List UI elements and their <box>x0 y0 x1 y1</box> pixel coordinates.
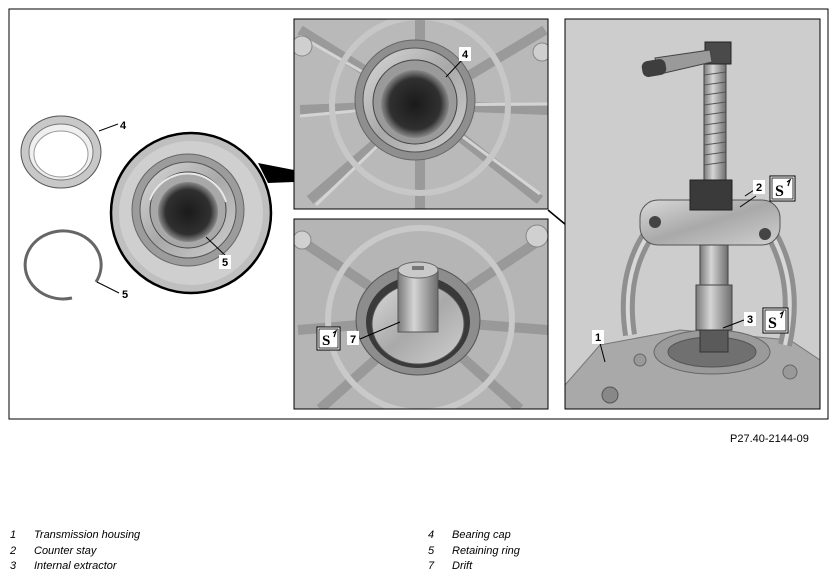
legend-number: 1 <box>10 529 17 541</box>
special-tool-icon: S <box>769 175 796 202</box>
legend-text: Counter stay <box>34 544 97 557</box>
callout-4-left: 4 <box>120 120 127 132</box>
legend-text: Retaining ring <box>452 544 520 557</box>
legend-number: 4 <box>428 529 435 541</box>
callout-1: 1 <box>595 332 601 344</box>
special-tool-icon: S <box>762 307 789 334</box>
legend-item: 7 Drift <box>428 559 520 575</box>
callout-2: 2 <box>756 182 762 194</box>
photo-extractor-tool <box>565 19 820 409</box>
callout-5-circle: 5 <box>222 257 228 269</box>
legend-left: 1 Transmission housing 2 Counter stay 3 … <box>10 528 140 575</box>
legend-item: 2 Counter stay <box>10 544 140 560</box>
legend-right: 4 Bearing cap 5 Retaining ring 7 Drift <box>428 528 520 575</box>
legend-text: Internal extractor <box>34 560 117 572</box>
svg-text:S: S <box>768 315 777 332</box>
svg-text:S: S <box>775 183 784 200</box>
retaining-ring-part <box>23 229 103 301</box>
callout-3: 3 <box>747 314 753 326</box>
legend-number: 3 <box>10 560 17 572</box>
magnified-detail-circle <box>109 131 273 295</box>
legend-item: 5 Retaining ring <box>428 544 520 560</box>
legend-number: 7 <box>428 560 435 572</box>
callout-7: 7 <box>350 334 356 346</box>
photo-housing-bearing-cap <box>294 19 548 209</box>
callout-5-left: 5 <box>122 289 128 301</box>
photo-housing-drift <box>294 219 548 409</box>
technical-diagram: 4 5 4 <box>8 8 829 420</box>
legend-text: Drift <box>452 560 473 572</box>
legend-item: 1 Transmission housing <box>10 528 140 544</box>
figure-reference-code: P27.40-2144-09 <box>730 433 809 445</box>
legend-number: 5 <box>428 544 435 557</box>
legend-text: Bearing cap <box>452 529 511 541</box>
legend-item: 4 Bearing cap <box>428 528 520 544</box>
bearing-cap-part <box>20 115 102 189</box>
zoom-wedge <box>258 163 294 183</box>
legend-number: 2 <box>10 544 17 557</box>
legend-text: Transmission housing <box>34 529 141 541</box>
svg-text:S: S <box>322 333 330 349</box>
callout-4-top: 4 <box>462 49 469 61</box>
special-tool-icon: S <box>316 326 341 351</box>
legend-item: 3 Internal extractor <box>10 559 140 575</box>
